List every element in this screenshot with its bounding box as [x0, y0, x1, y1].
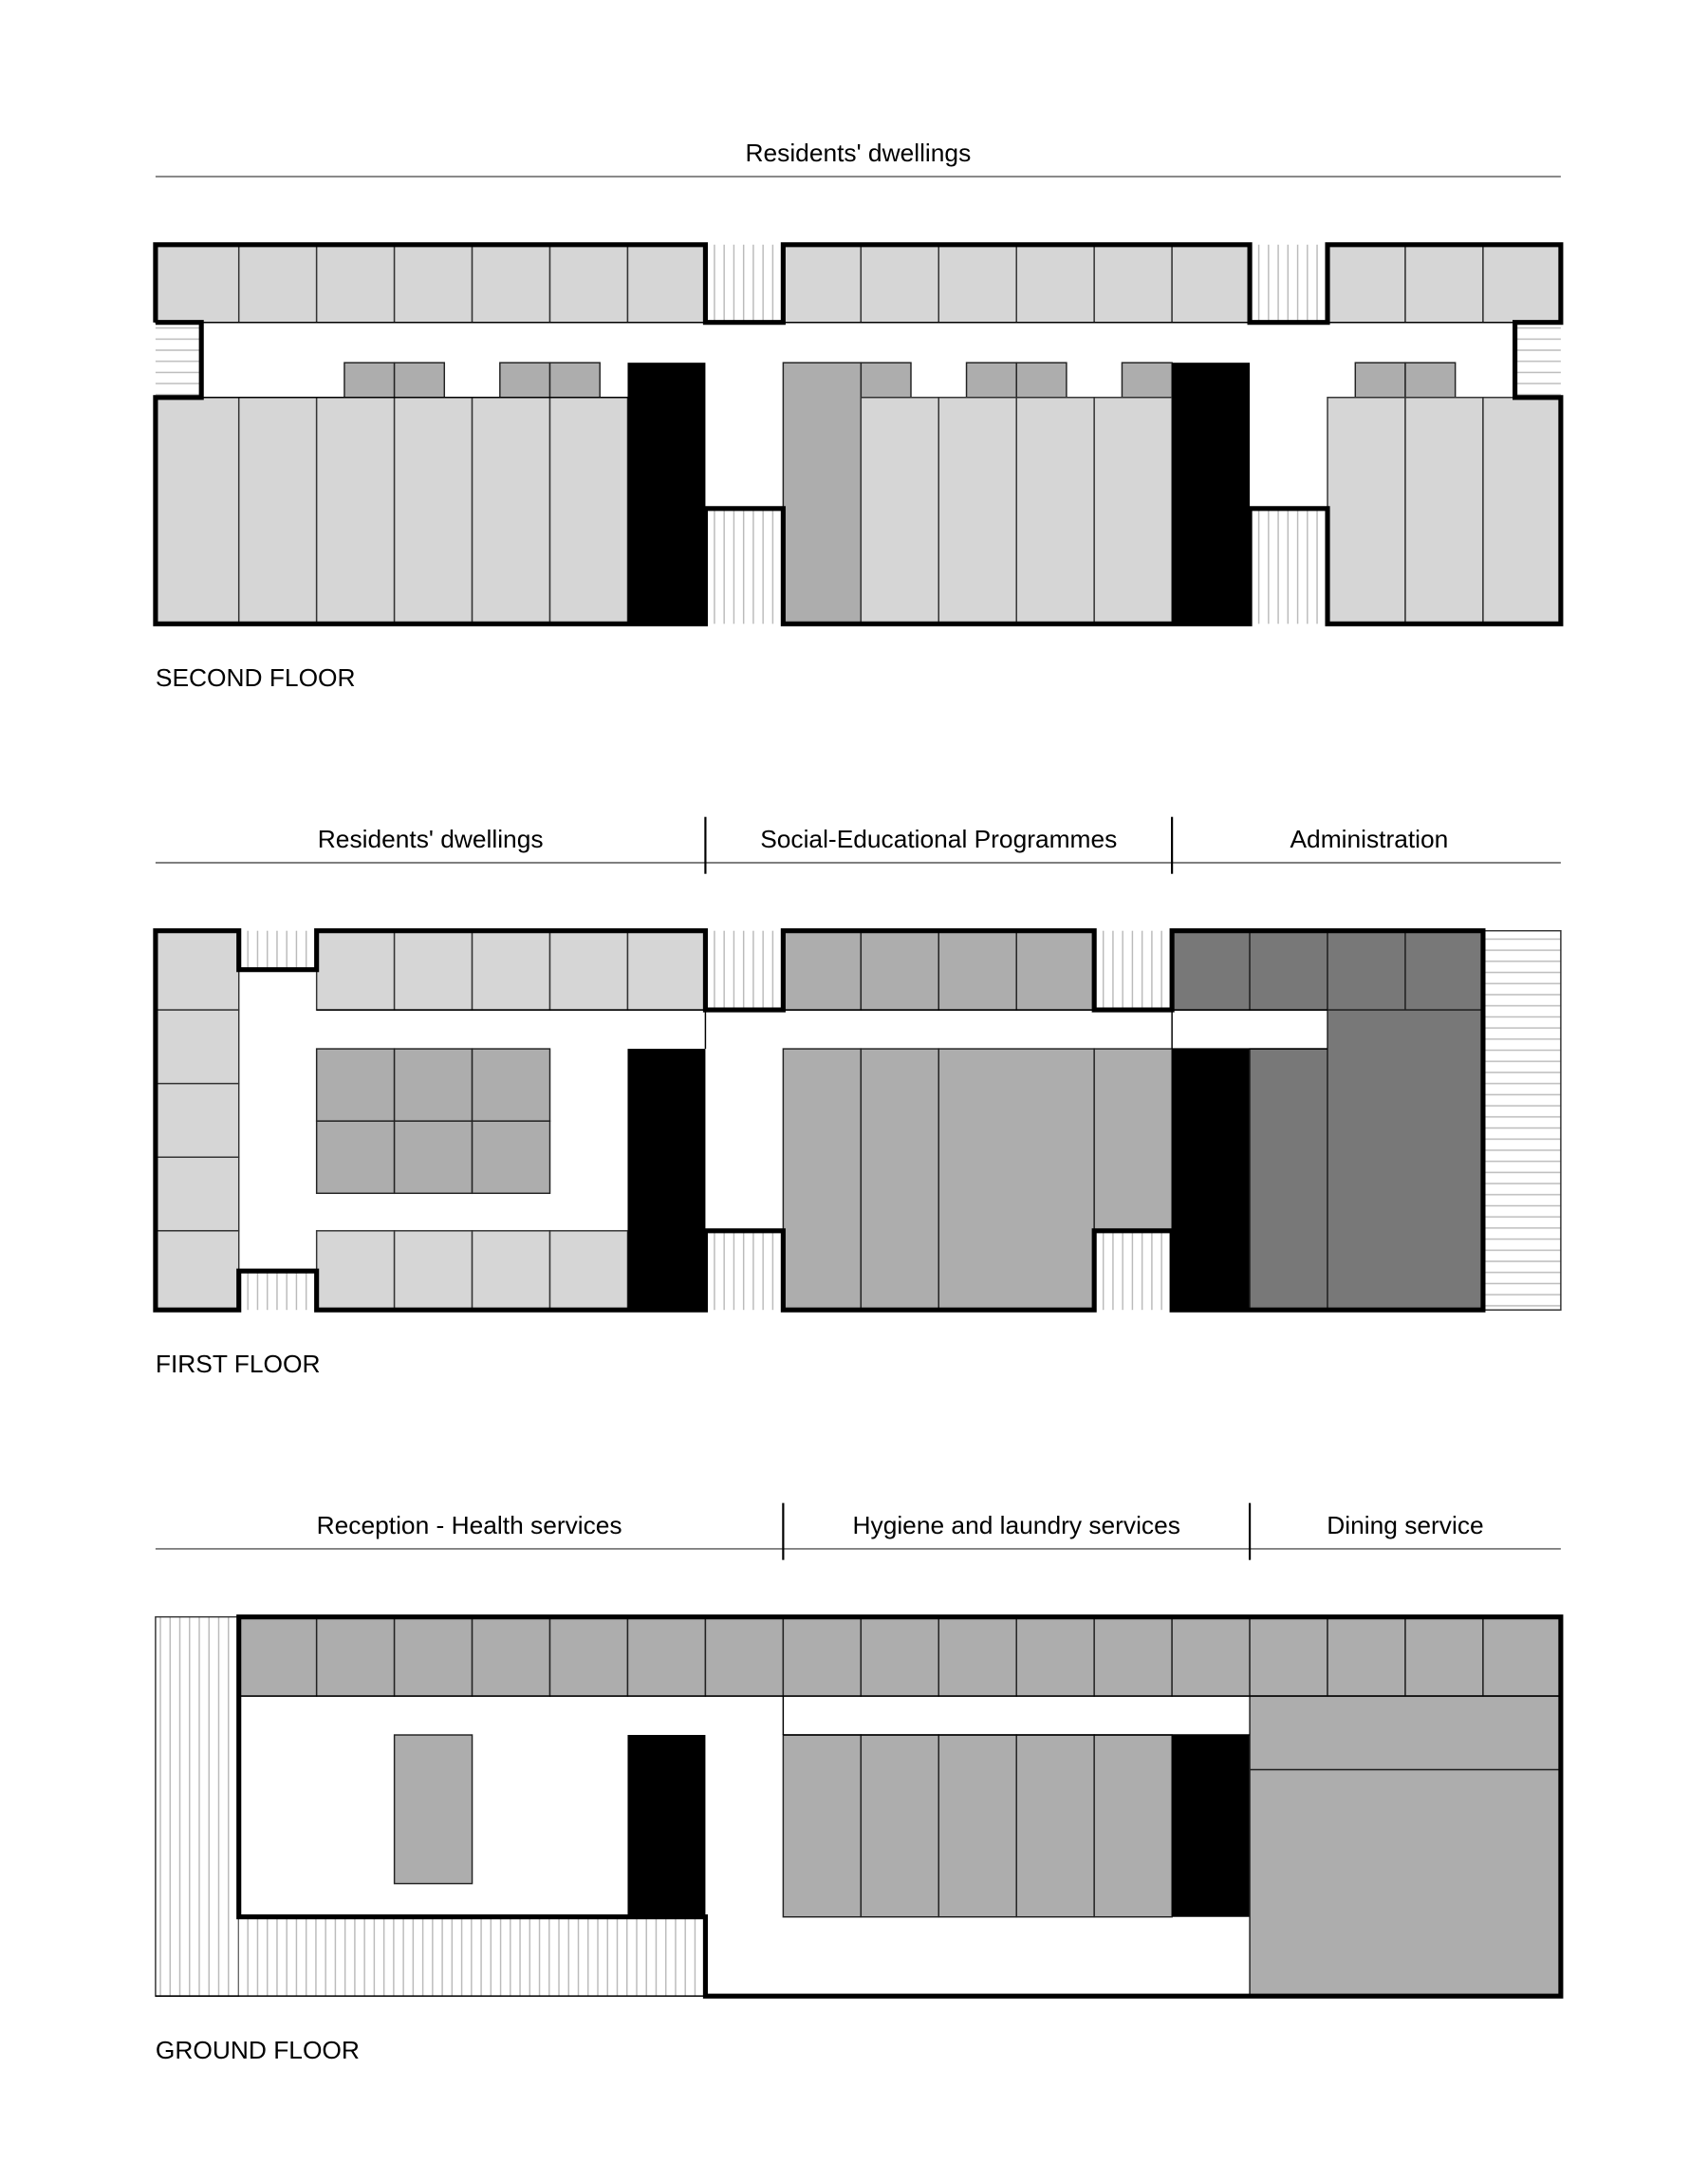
zone-label-reception-health: Reception - Health services [317, 1511, 622, 1539]
floor-title: GROUND FLOOR [156, 2036, 360, 2064]
core [1172, 363, 1251, 624]
stair [1250, 508, 1328, 624]
ramp [155, 1615, 240, 1997]
zone-label-hygiene-laundry: Hygiene and laundry services [853, 1511, 1180, 1539]
floor-title: SECOND FLOOR [156, 663, 356, 692]
floor-title: FIRST FLOOR [156, 1350, 321, 1378]
stair [155, 322, 202, 398]
bathrooms [343, 362, 1457, 399]
core [627, 363, 706, 624]
ramp [238, 1916, 706, 1997]
stair [1514, 322, 1561, 398]
stair [705, 508, 784, 624]
stair [1250, 244, 1328, 323]
zone-label-social-educational: Social-Educational Programmes [760, 825, 1117, 853]
ground-floor: Reception - Health services Hygiene and … [155, 1502, 1564, 2064]
zone-label-administration: Administration [1290, 825, 1449, 853]
first-floor: Residents' dwellings Social-Educational … [153, 816, 1562, 1378]
reception-desk [393, 1734, 473, 1885]
second-floor: Residents' dwellings [153, 139, 1564, 692]
zone-label-residents: Residents' dwellings [318, 825, 544, 853]
top-rooms [155, 244, 1562, 324]
stair [1482, 929, 1562, 1311]
zone-label-dining: Dining service [1327, 1511, 1483, 1539]
bottom-rooms [155, 362, 1562, 625]
zone-label-residents: Residents' dwellings [746, 139, 972, 167]
stair [705, 244, 784, 323]
